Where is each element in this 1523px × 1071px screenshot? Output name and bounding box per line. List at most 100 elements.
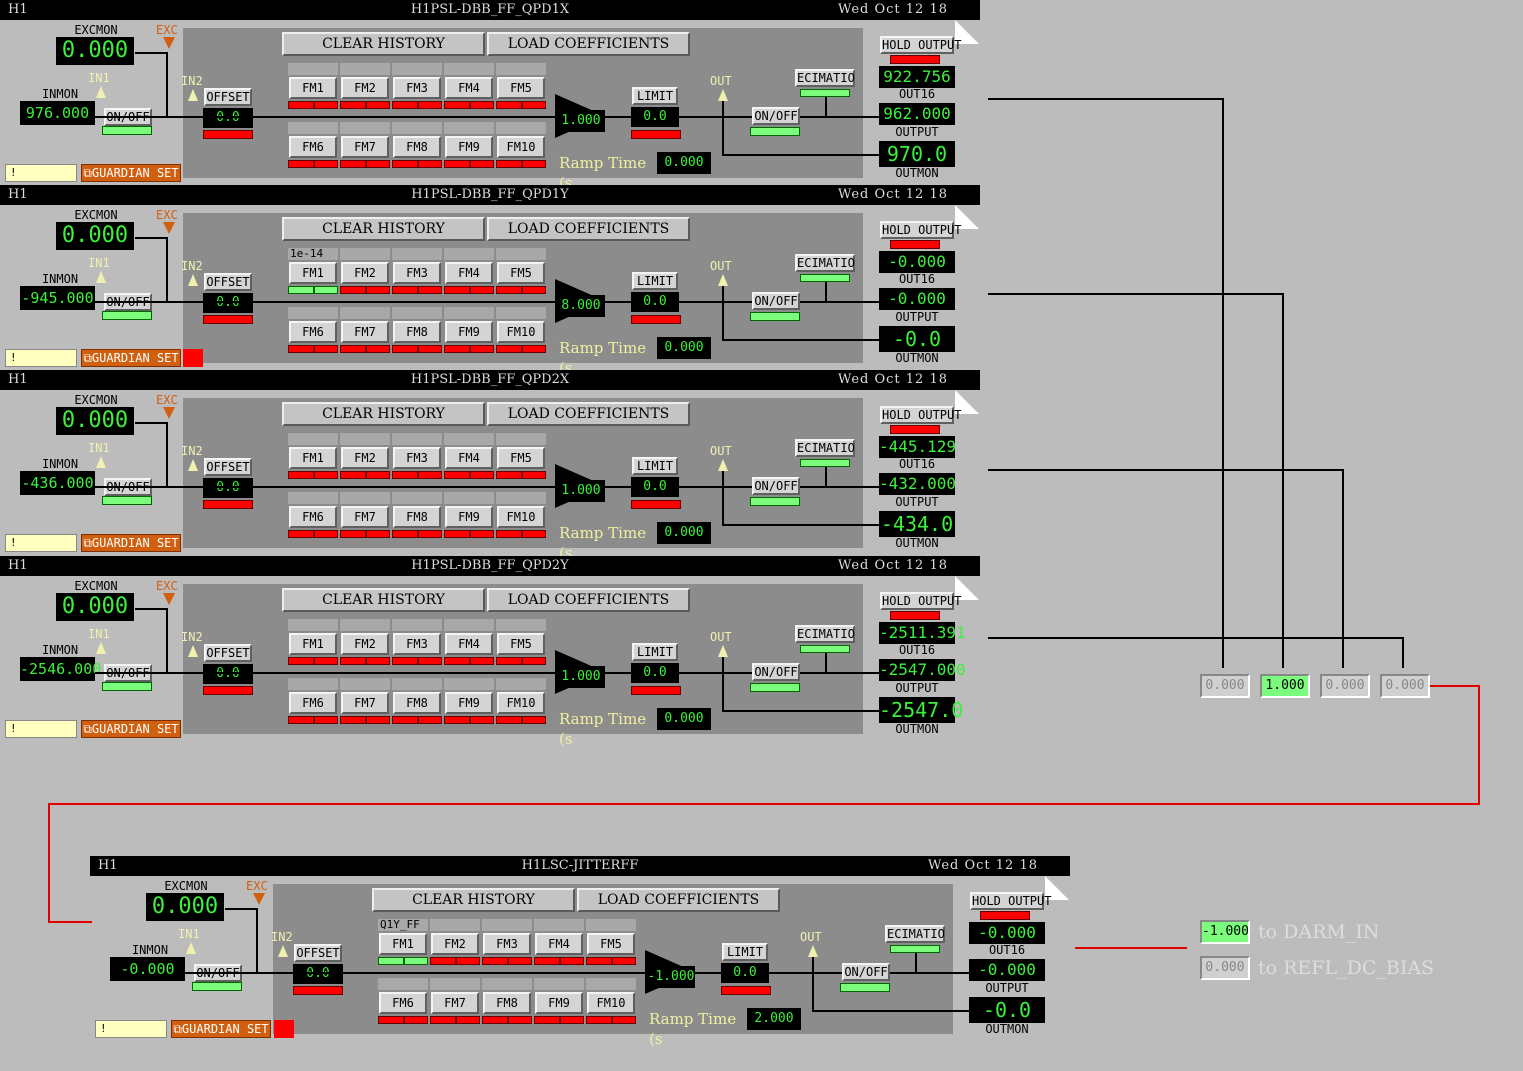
fm-button[interactable]: FM6 (379, 992, 427, 1014)
guardian-set-button[interactable]: ⧉GUARDIAN SET (81, 720, 181, 738)
matrix-coefficient[interactable]: 1.000 (1260, 674, 1310, 698)
fm-button[interactable]: FM9 (445, 692, 493, 714)
offset-button[interactable]: OFFSET (204, 273, 252, 291)
fm-button[interactable]: FM4 (445, 77, 493, 99)
limit-button[interactable]: LIMIT (632, 87, 678, 105)
fm-button[interactable]: FM1 (289, 447, 337, 469)
offset-value[interactable]: 0.0 (203, 293, 253, 313)
output-onoff-button[interactable]: ON/OFF (842, 963, 890, 981)
decimation-button[interactable]: ECIMATIO (795, 625, 855, 643)
limit-value[interactable]: 0.0 (631, 477, 679, 497)
hold-output-button[interactable]: HOLD OUTPUT (970, 892, 1052, 910)
offset-button[interactable]: OFFSET (204, 88, 252, 106)
output-gain-value[interactable]: -1.000 (1200, 920, 1250, 944)
load-coefficients-button[interactable]: LOAD COEFFICIENTS (487, 588, 690, 612)
fm-button[interactable]: FM5 (497, 633, 545, 655)
fm-button[interactable]: FM2 (341, 633, 389, 655)
fm-button[interactable]: FM3 (393, 262, 441, 284)
gain-value[interactable]: 1.000 (557, 480, 605, 502)
ramp-time-value[interactable]: 0.000 (657, 337, 711, 359)
fm-button[interactable]: FM3 (483, 933, 531, 955)
fm-button[interactable]: FM4 (445, 633, 493, 655)
fm-button[interactable]: FM10 (497, 506, 545, 528)
guardian-set-button[interactable]: ⧉GUARDIAN SET (81, 534, 181, 552)
fm-button[interactable]: FM8 (393, 506, 441, 528)
fm-button[interactable]: FM9 (445, 506, 493, 528)
fm-button[interactable]: FM3 (393, 77, 441, 99)
fm-button[interactable]: FM6 (289, 321, 337, 343)
offset-button[interactable]: OFFSET (204, 644, 252, 662)
guardian-set-button[interactable]: ⧉GUARDIAN SET (171, 1020, 271, 1038)
output-onoff-button[interactable]: ON/OFF (752, 292, 800, 310)
fm-button[interactable]: FM2 (431, 933, 479, 955)
matrix-coefficient[interactable]: 0.000 (1320, 674, 1370, 698)
matrix-coefficient[interactable]: 0.000 (1200, 674, 1250, 698)
fm-button[interactable]: FM4 (445, 262, 493, 284)
fm-button[interactable]: FM7 (341, 692, 389, 714)
fm-button[interactable]: FM8 (393, 321, 441, 343)
fm-button[interactable]: FM6 (289, 506, 337, 528)
fm-button[interactable]: FM8 (483, 992, 531, 1014)
fm-button[interactable]: FM10 (497, 321, 545, 343)
limit-button[interactable]: LIMIT (632, 272, 678, 290)
offset-value[interactable]: 0.0 (203, 108, 253, 128)
fm-button[interactable]: FM3 (393, 447, 441, 469)
hold-output-button[interactable]: HOLD OUTPUT (880, 36, 962, 54)
output-onoff-button[interactable]: ON/OFF (752, 663, 800, 681)
ramp-time-value[interactable]: 2.000 (747, 1008, 801, 1030)
offset-value[interactable]: 0.0 (203, 664, 253, 684)
fm-button[interactable]: FM9 (445, 321, 493, 343)
load-coefficients-button[interactable]: LOAD COEFFICIENTS (487, 402, 690, 426)
load-coefficients-button[interactable]: LOAD COEFFICIENTS (487, 32, 690, 56)
fm-button[interactable]: FM7 (431, 992, 479, 1014)
clear-history-button[interactable]: CLEAR HISTORY (372, 888, 575, 912)
fm-button[interactable]: FM5 (587, 933, 635, 955)
fm-button[interactable]: FM2 (341, 77, 389, 99)
limit-value[interactable]: 0.0 (631, 663, 679, 683)
fm-button[interactable]: FM4 (445, 447, 493, 469)
limit-button[interactable]: LIMIT (632, 457, 678, 475)
decimation-button[interactable]: ECIMATIO (795, 254, 855, 272)
fm-button[interactable]: FM1 (289, 77, 337, 99)
output-onoff-button[interactable]: ON/OFF (752, 477, 800, 495)
fm-button[interactable]: FM3 (393, 633, 441, 655)
fm-button[interactable]: FM10 (587, 992, 635, 1014)
guardian-set-button[interactable]: ⧉GUARDIAN SET (81, 164, 181, 182)
hold-output-button[interactable]: HOLD OUTPUT (880, 406, 962, 424)
hold-output-button[interactable]: HOLD OUTPUT (880, 592, 962, 610)
load-coefficients-button[interactable]: LOAD COEFFICIENTS (487, 217, 690, 241)
guardian-set-button[interactable]: ⧉GUARDIAN SET (81, 349, 181, 367)
limit-button[interactable]: LIMIT (722, 943, 768, 961)
gain-value[interactable]: 8.000 (557, 295, 605, 317)
offset-value[interactable]: 0.0 (203, 478, 253, 498)
fm-button[interactable]: FM6 (289, 136, 337, 158)
fm-button[interactable]: FM5 (497, 77, 545, 99)
output-onoff-button[interactable]: ON/OFF (752, 107, 800, 125)
fm-button[interactable]: FM2 (341, 262, 389, 284)
offset-button[interactable]: OFFSET (294, 944, 342, 962)
fm-button[interactable]: FM8 (393, 136, 441, 158)
decimation-button[interactable]: ECIMATIO (795, 69, 855, 87)
fm-button[interactable]: FM4 (535, 933, 583, 955)
fm-button[interactable]: FM5 (497, 262, 545, 284)
limit-value[interactable]: 0.0 (631, 292, 679, 312)
fm-button[interactable]: FM7 (341, 506, 389, 528)
fm-button[interactable]: FM8 (393, 692, 441, 714)
fm-button[interactable]: FM2 (341, 447, 389, 469)
decimation-button[interactable]: ECIMATIO (885, 925, 945, 943)
fm-button[interactable]: FM7 (341, 136, 389, 158)
limit-button[interactable]: LIMIT (632, 643, 678, 661)
offset-value[interactable]: 0.0 (293, 964, 343, 984)
gain-value[interactable]: 1.000 (557, 110, 605, 132)
limit-value[interactable]: 0.0 (721, 963, 769, 983)
clear-history-button[interactable]: CLEAR HISTORY (282, 402, 485, 426)
matrix-coefficient[interactable]: 0.000 (1380, 674, 1430, 698)
fm-button[interactable]: FM1 (379, 933, 427, 955)
fm-button[interactable]: FM9 (535, 992, 583, 1014)
gain-value[interactable]: -1.000 (647, 966, 695, 988)
ramp-time-value[interactable]: 0.000 (657, 152, 711, 174)
load-coefficients-button[interactable]: LOAD COEFFICIENTS (577, 888, 780, 912)
decimation-button[interactable]: ECIMATIO (795, 439, 855, 457)
fm-button[interactable]: FM10 (497, 692, 545, 714)
fm-button[interactable]: FM5 (497, 447, 545, 469)
